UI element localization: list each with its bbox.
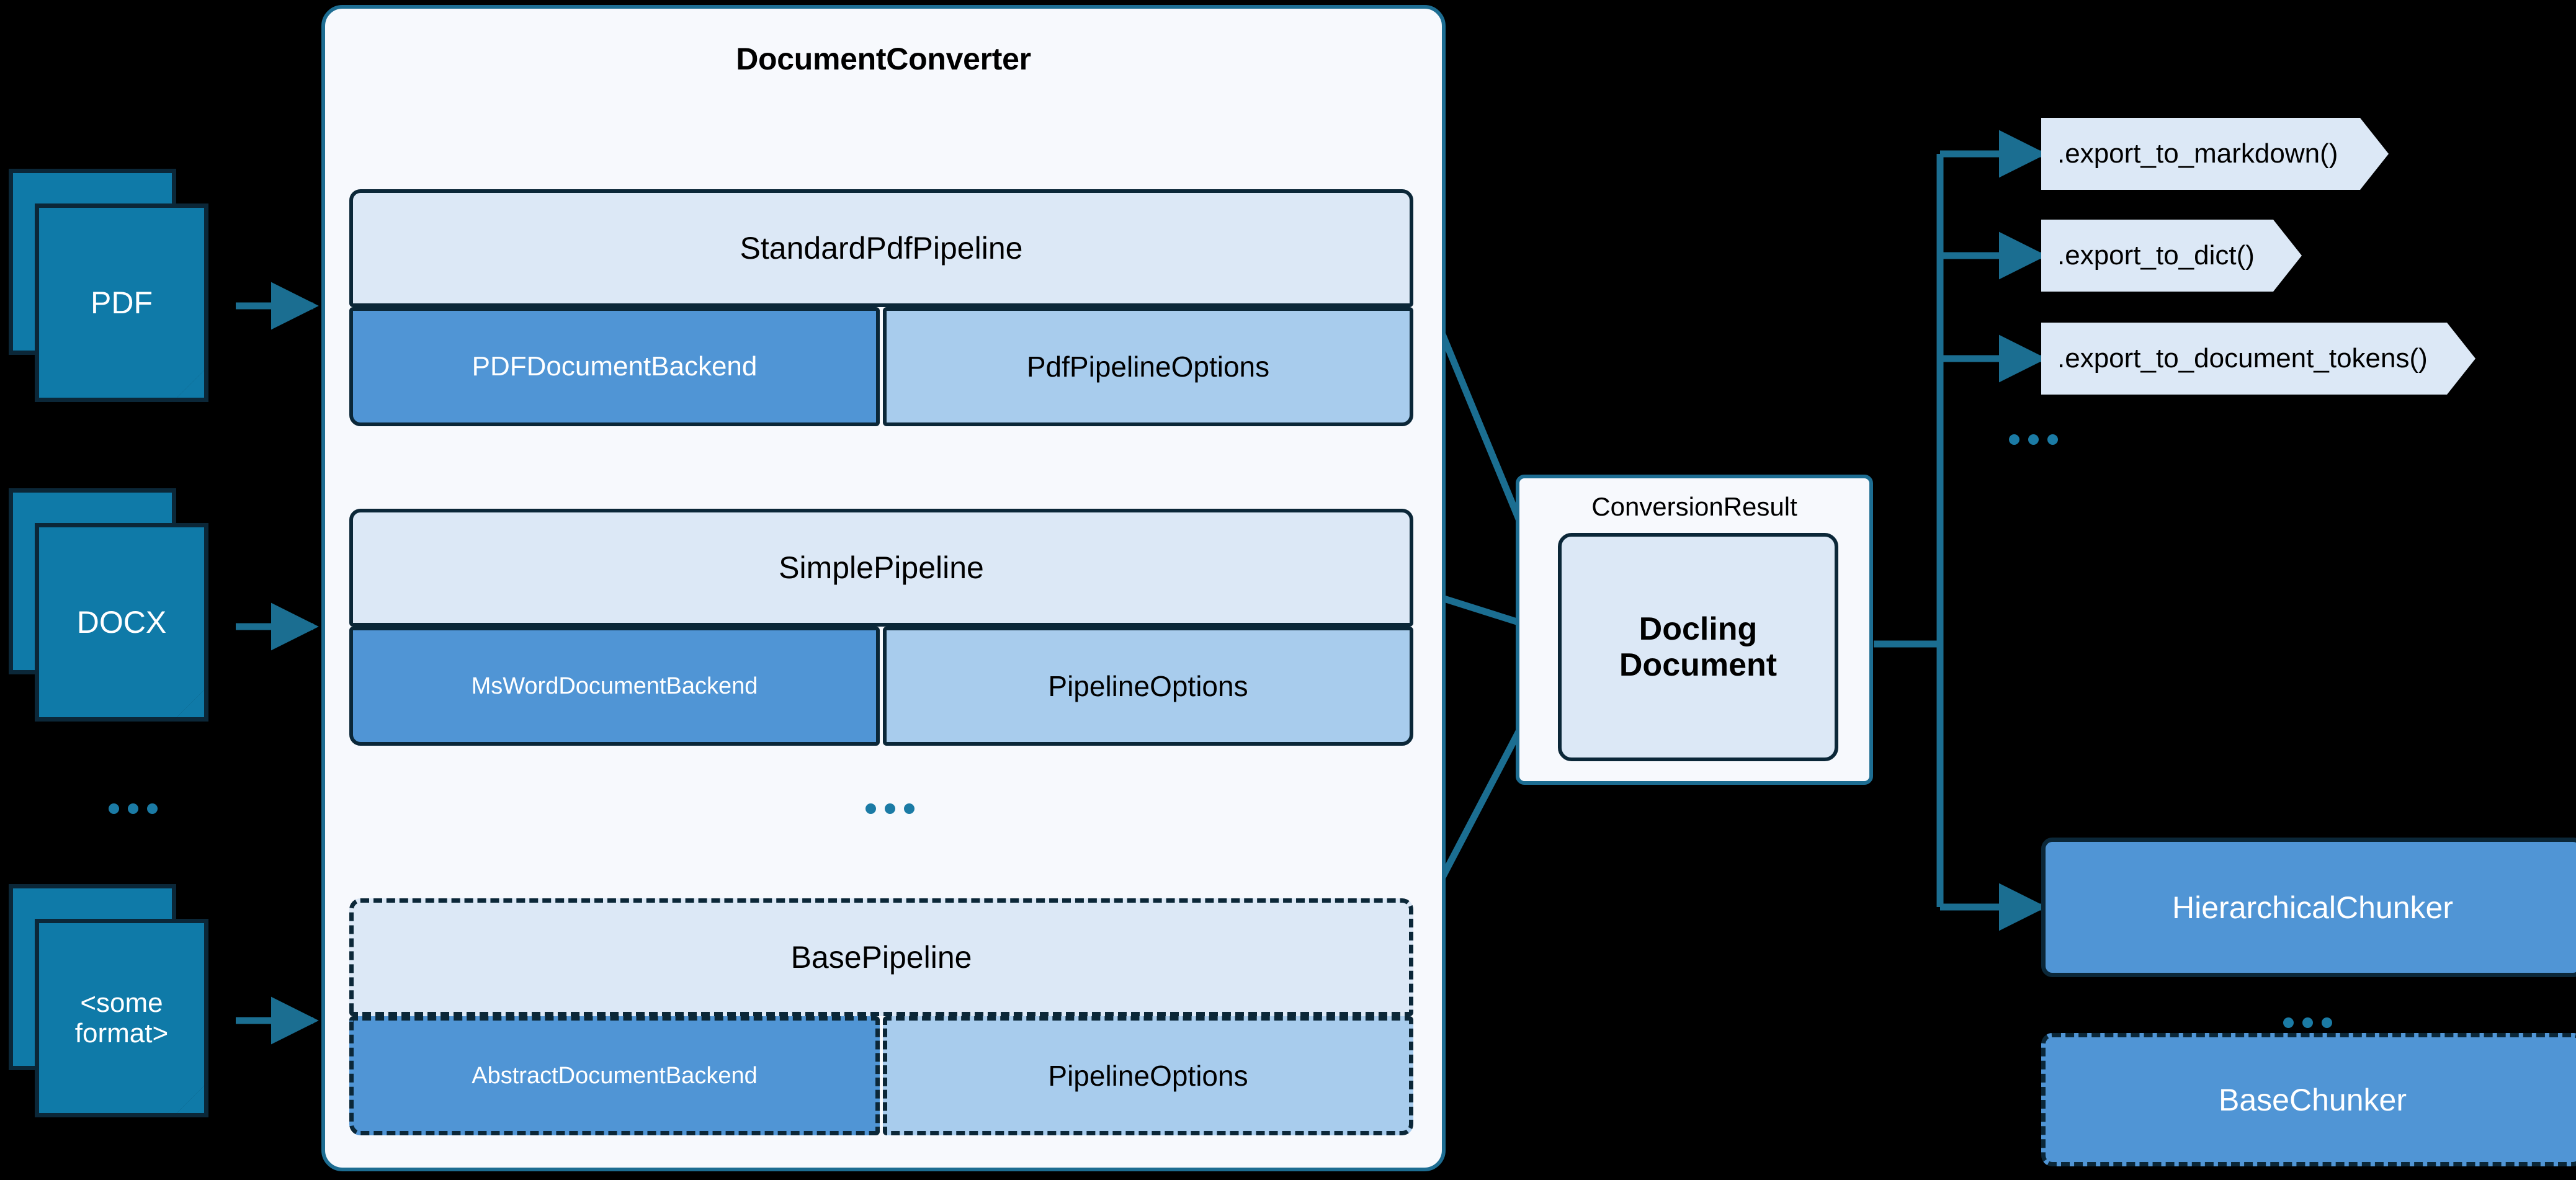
dot (128, 803, 138, 814)
export-document-tokens-chevron[interactable]: .export_to_document_tokens() (2041, 323, 2475, 395)
input-doc-some-format[interactable]: <some format> (9, 884, 238, 1126)
converter-title: DocumentConverter (736, 42, 1031, 76)
doc-corner-fold (177, 690, 204, 717)
pipeline-options-box[interactable]: PdfPipelineOptions (883, 307, 1413, 426)
dot (109, 803, 119, 814)
hierarchical-chunker-box[interactable]: HierarchicalChunker (2041, 838, 2576, 977)
docling-document-box[interactable]: Docling Document (1558, 533, 1838, 761)
export-dict-chevron[interactable]: .export_to_dict() (2041, 220, 2302, 292)
doc-corner-fold (177, 1086, 204, 1113)
export-markdown-chevron[interactable]: .export_to_markdown() (2041, 118, 2389, 190)
dot (2283, 1017, 2294, 1028)
dot (904, 803, 915, 814)
dot (885, 803, 895, 814)
pipeline-standard-pdf[interactable]: StandardPdfPipeline PDFDocumentBackend P… (349, 189, 1413, 431)
pipeline-backend-box[interactable]: MsWordDocumentBackend (349, 627, 880, 746)
input-doc-pdf[interactable]: PDF (9, 169, 238, 405)
pipeline-name-box[interactable]: SimplePipeline (349, 509, 1413, 627)
pipeline-options-box[interactable]: PipelineOptions (883, 627, 1413, 746)
pipeline-base[interactable]: BasePipeline AbstractDocumentBackend Pip… (349, 898, 1413, 1140)
chunkers-ellipsis (2283, 1017, 2332, 1028)
dot (865, 803, 876, 814)
pipelines-ellipsis (865, 803, 915, 814)
conversion-result-label: ConversionResult (1591, 492, 1797, 521)
pipeline-name-box[interactable]: BasePipeline (349, 898, 1413, 1016)
doc-corner-fold (177, 370, 204, 398)
pipeline-backend-box[interactable]: AbstractDocumentBackend (349, 1016, 880, 1135)
pipeline-simple[interactable]: SimplePipeline MsWordDocumentBackend Pip… (349, 509, 1413, 751)
dot (2302, 1017, 2313, 1028)
conversion-result-box[interactable]: ConversionResult Docling Document (1516, 475, 1873, 785)
inputs-ellipsis (109, 803, 158, 814)
dot (2047, 434, 2058, 445)
input-doc-docx[interactable]: DOCX (9, 488, 238, 724)
dot (147, 803, 158, 814)
base-chunker-box[interactable]: BaseChunker (2041, 1033, 2576, 1166)
dot (2028, 434, 2039, 445)
pipeline-options-box[interactable]: PipelineOptions (883, 1016, 1413, 1135)
exports-ellipsis (2009, 434, 2058, 445)
dot (2322, 1017, 2332, 1028)
pipeline-backend-box[interactable]: PDFDocumentBackend (349, 307, 880, 426)
pipeline-name-box[interactable]: StandardPdfPipeline (349, 189, 1413, 307)
dot (2009, 434, 2019, 445)
